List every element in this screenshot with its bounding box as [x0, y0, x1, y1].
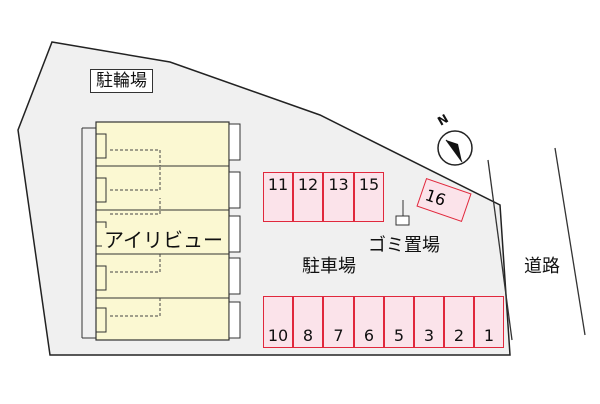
parking-lot-label: 駐車場: [302, 256, 356, 277]
parking-space: 5: [384, 296, 414, 348]
road-label: 道路: [524, 256, 560, 277]
parking-space: 7: [323, 296, 354, 348]
parking-space: 3: [414, 296, 444, 348]
parking-space: 15: [354, 172, 384, 222]
parking-space: 6: [354, 296, 384, 348]
bicycle-parking-label: 駐輪場: [90, 69, 153, 93]
building-name-label: アイリビュー: [102, 228, 225, 252]
road-edge-left: [487, 159, 513, 341]
parking-space: 2: [444, 296, 474, 348]
road-edge-right: [554, 147, 586, 336]
parking-space: 13: [323, 172, 354, 222]
parking-space: 11: [263, 172, 293, 222]
parking-space: 10: [263, 296, 293, 348]
garbage-station-marker: [395, 215, 410, 226]
parking-space: 8: [293, 296, 323, 348]
north-arrow-icon: [437, 130, 473, 166]
parking-space: 12: [293, 172, 323, 222]
parking-space: 1: [474, 296, 504, 348]
garbage-area-label: ゴミ置場: [368, 235, 440, 256]
